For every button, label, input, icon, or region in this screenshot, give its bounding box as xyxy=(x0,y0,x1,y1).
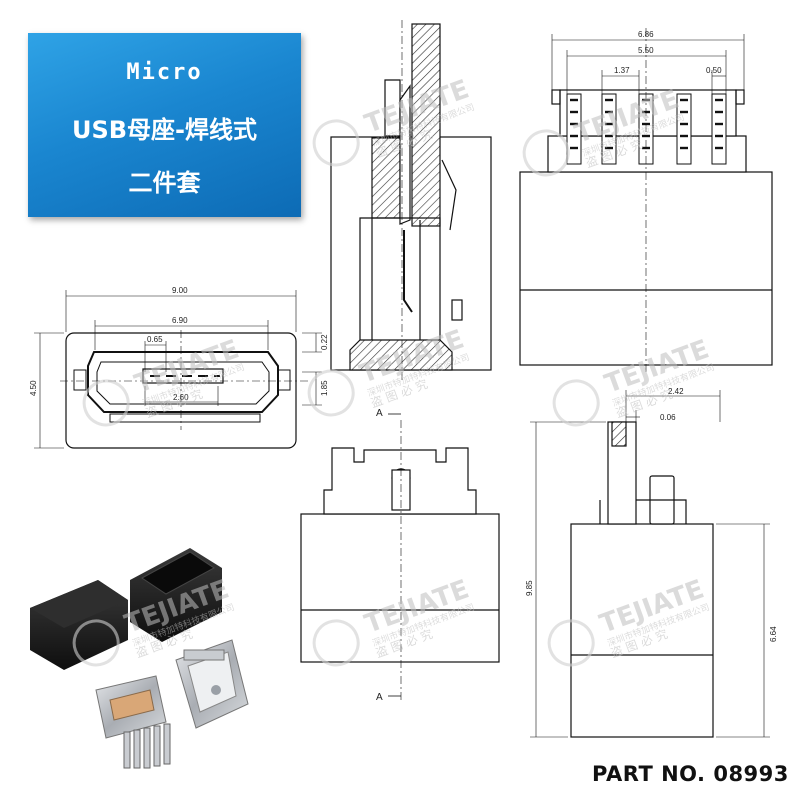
side-view xyxy=(530,390,770,738)
section-view xyxy=(330,20,492,380)
dim-front-pin-span: 2.60 xyxy=(173,393,189,402)
dim-top-overall-width: 6.86 xyxy=(638,30,654,39)
dim-side-body-length: 6.64 xyxy=(769,626,778,642)
dim-side-overall-length: 9.85 xyxy=(525,580,534,596)
dim-front-pin-pitch: 0.65 xyxy=(147,335,163,344)
dim-front-inner-width: 6.90 xyxy=(172,316,188,325)
watermark-3: TEJIATE 深圳市特加特科技有限公司 盗 图 必 究 xyxy=(82,334,246,427)
dim-front-top-offset: 0.22 xyxy=(320,334,329,350)
dim-front-opening-height: 1.85 xyxy=(320,380,329,396)
dim-top-pad-span: 5.50 xyxy=(638,46,654,55)
banner-line-1: Micro xyxy=(126,60,203,85)
part-number: PART NO. 08993 xyxy=(592,762,789,786)
dim-side-offset: 0.06 xyxy=(660,413,676,422)
top-view xyxy=(519,28,773,372)
watermark-6: TEJIATE 深圳市特加特科技有限公司 盗 图 必 究 xyxy=(72,574,236,667)
title-banner: Micro USB母座-焊线式 二件套 xyxy=(28,33,301,217)
front-view xyxy=(34,290,322,449)
dim-front-overall-height: 4.50 xyxy=(29,380,38,396)
dim-side-depth: 2.42 xyxy=(668,387,684,396)
dim-top-pad-pitch: 1.37 xyxy=(614,66,630,75)
banner-line-2: USB母座-焊线式 xyxy=(71,116,258,144)
dim-top-pad-width: 0.50 xyxy=(706,66,722,75)
section-marker-top: A xyxy=(376,408,383,419)
section-marker-bottom: A xyxy=(376,692,383,703)
cap-front-view xyxy=(300,413,500,700)
dim-front-overall-width: 9.00 xyxy=(172,286,188,295)
product-photo xyxy=(30,548,249,769)
banner-line-3: 二件套 xyxy=(128,169,201,197)
